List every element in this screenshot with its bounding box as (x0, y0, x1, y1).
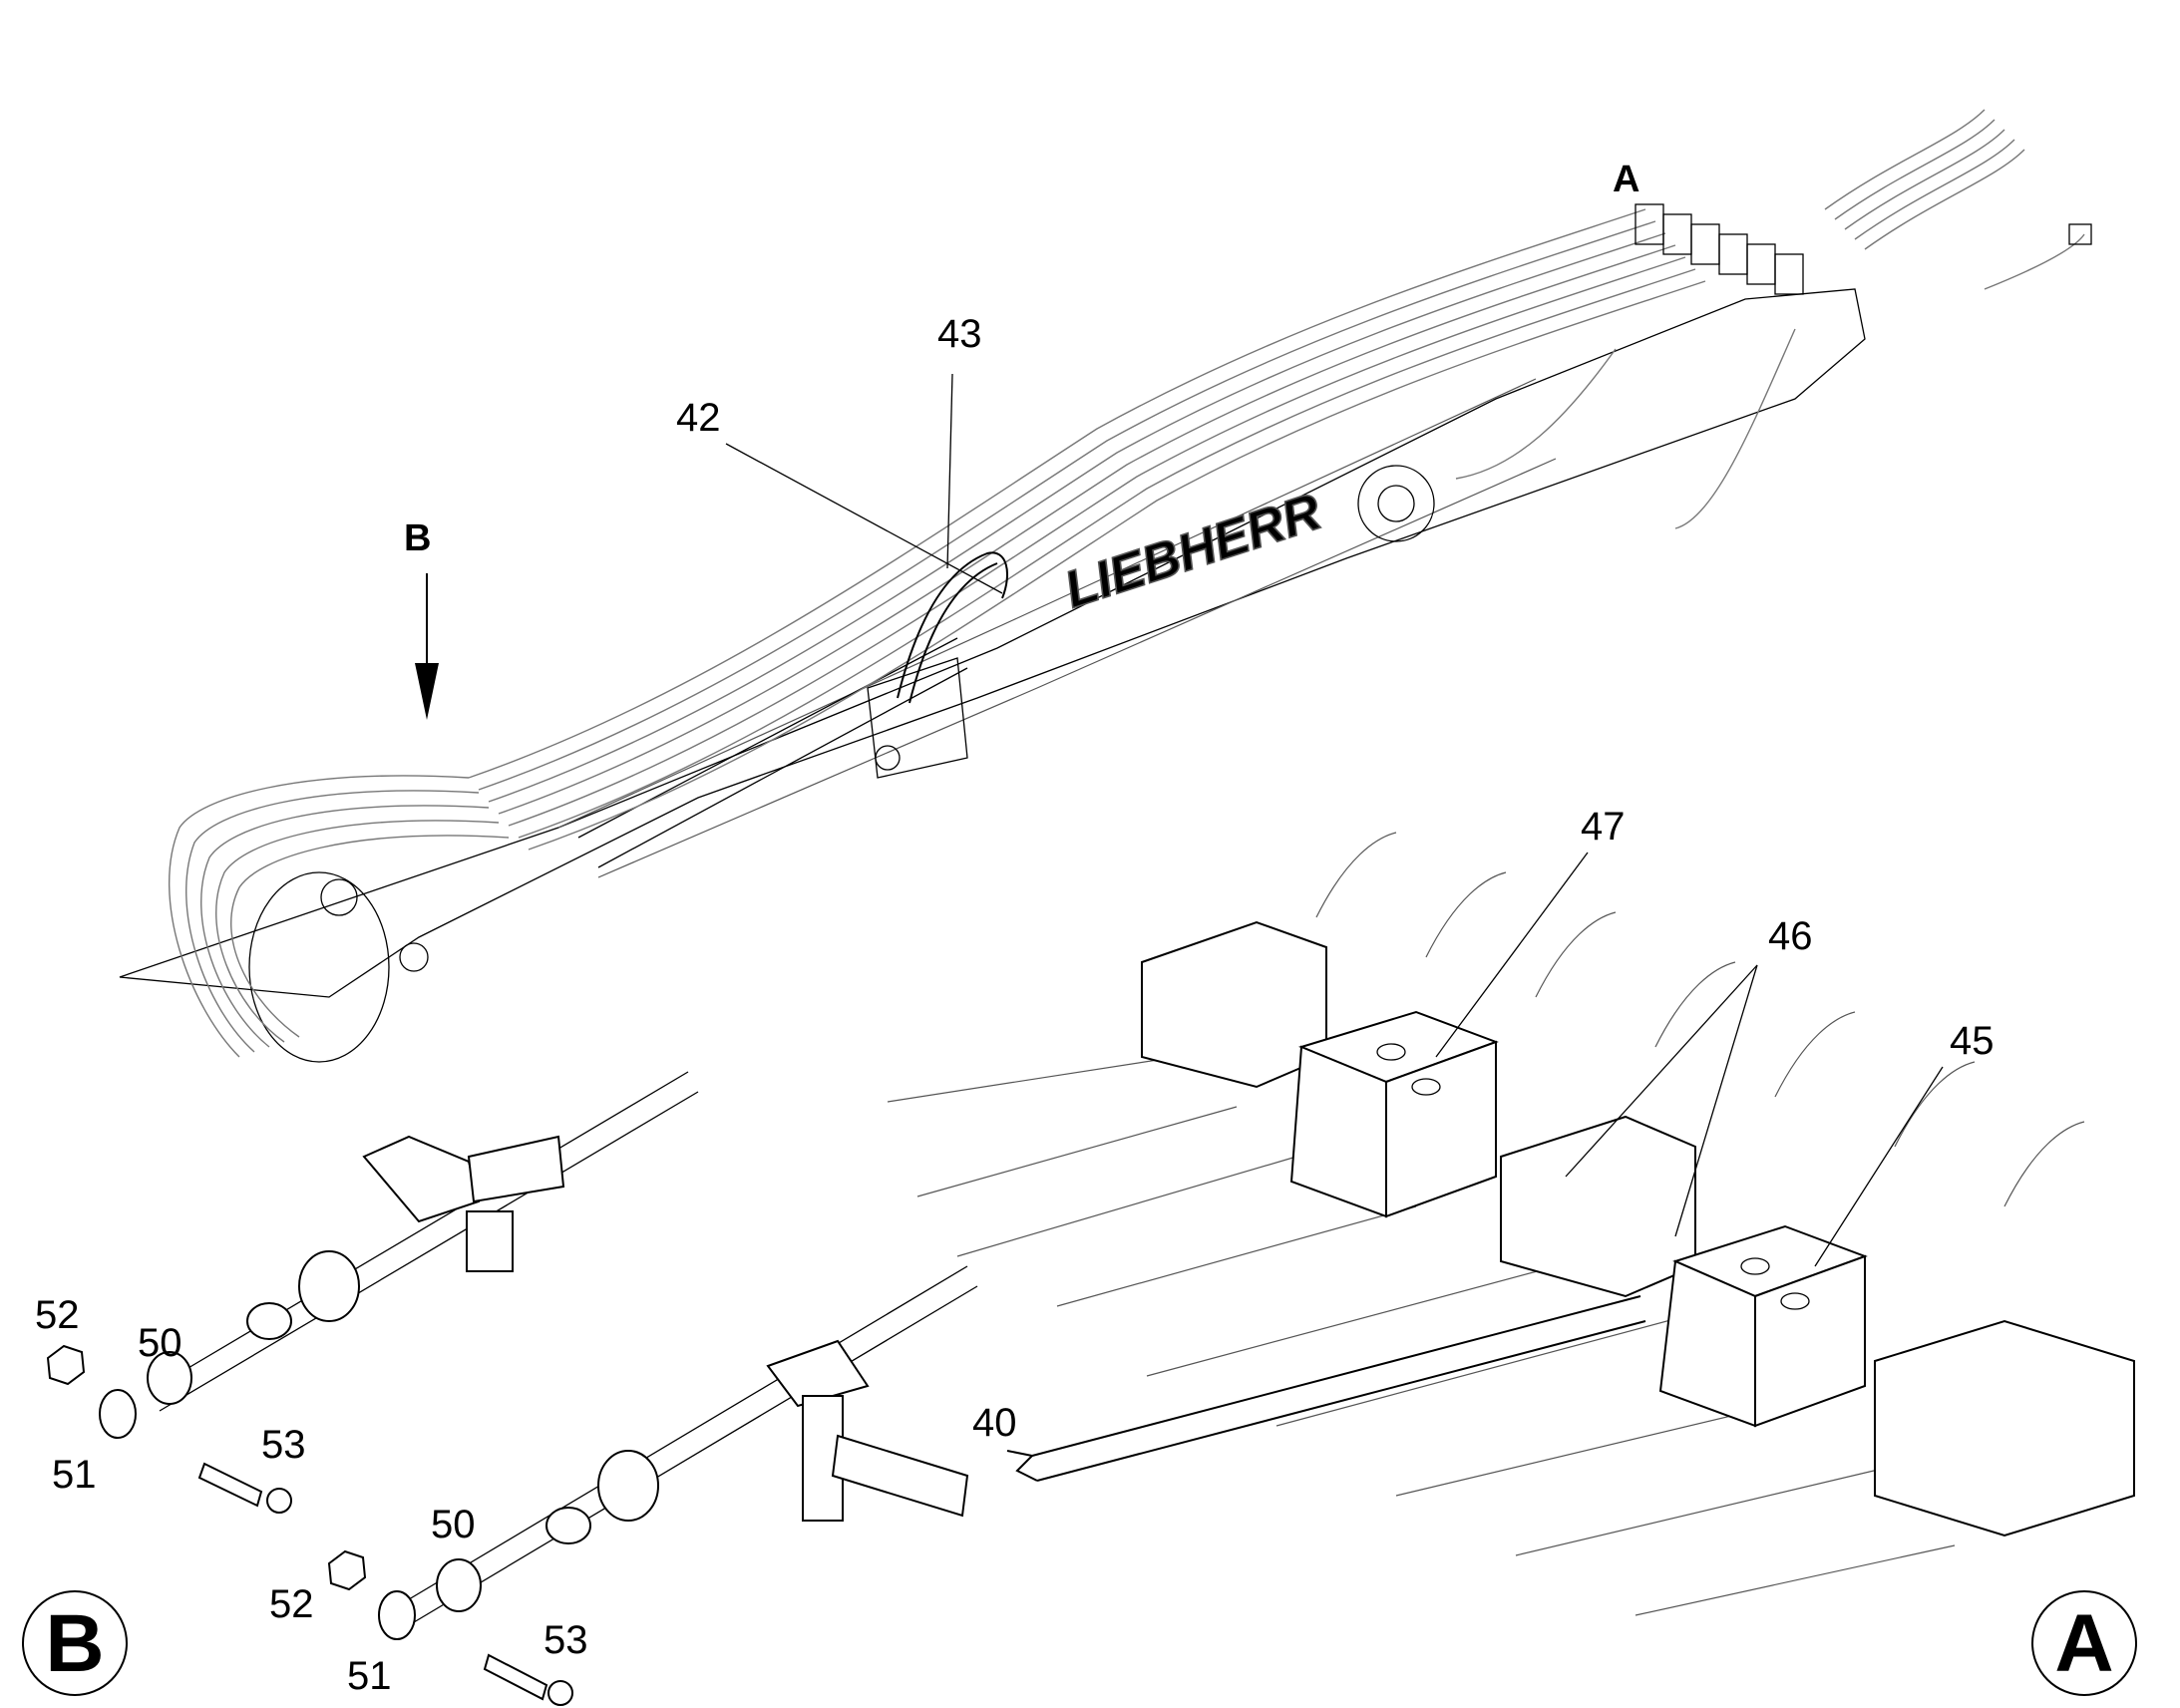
detail-b (46, 1071, 978, 1706)
callout-40: 40 (972, 1401, 1017, 1445)
view-arrow-b (415, 573, 439, 720)
callout-46: 46 (1768, 914, 1813, 958)
svg-text:A: A (2054, 1598, 2113, 1689)
leader-45 (1814, 1066, 1944, 1267)
callout-52-lower: 52 (269, 1582, 314, 1626)
callout-43: 43 (937, 312, 982, 356)
svg-text:B: B (45, 1598, 104, 1689)
callout-51-lower: 51 (347, 1654, 392, 1698)
callout-51-upper: 51 (52, 1453, 97, 1497)
leader-47 (1435, 852, 1589, 1058)
callout-45: 45 (1950, 1019, 1995, 1063)
brand-lettering: LIEBHERR (1058, 483, 1328, 619)
callout-50-lower: 50 (431, 1503, 476, 1546)
leader-46-b (1674, 964, 1758, 1237)
valve-block-row (1635, 203, 1804, 295)
detail-a-hoses (887, 832, 2085, 1616)
hose-bundle (468, 208, 1706, 851)
view-letter-b: B (404, 517, 431, 559)
callout-53-lower: 53 (544, 1618, 588, 1662)
callout-50-upper: 50 (138, 1321, 182, 1365)
callout-42: 42 (676, 396, 721, 440)
view-letter-a: A (1613, 159, 1639, 200)
callout-52-upper: 52 (35, 1293, 80, 1337)
detail-badge-b: B (22, 1590, 128, 1696)
leader-46-a (1565, 964, 1758, 1178)
detail-badge-a: A (2031, 1590, 2137, 1696)
leader-43 (946, 373, 953, 569)
callout-47: 47 (1581, 805, 1626, 849)
callout-53-upper: 53 (261, 1423, 306, 1467)
detail-a (887, 832, 2135, 1616)
leader-42 (725, 443, 1003, 594)
